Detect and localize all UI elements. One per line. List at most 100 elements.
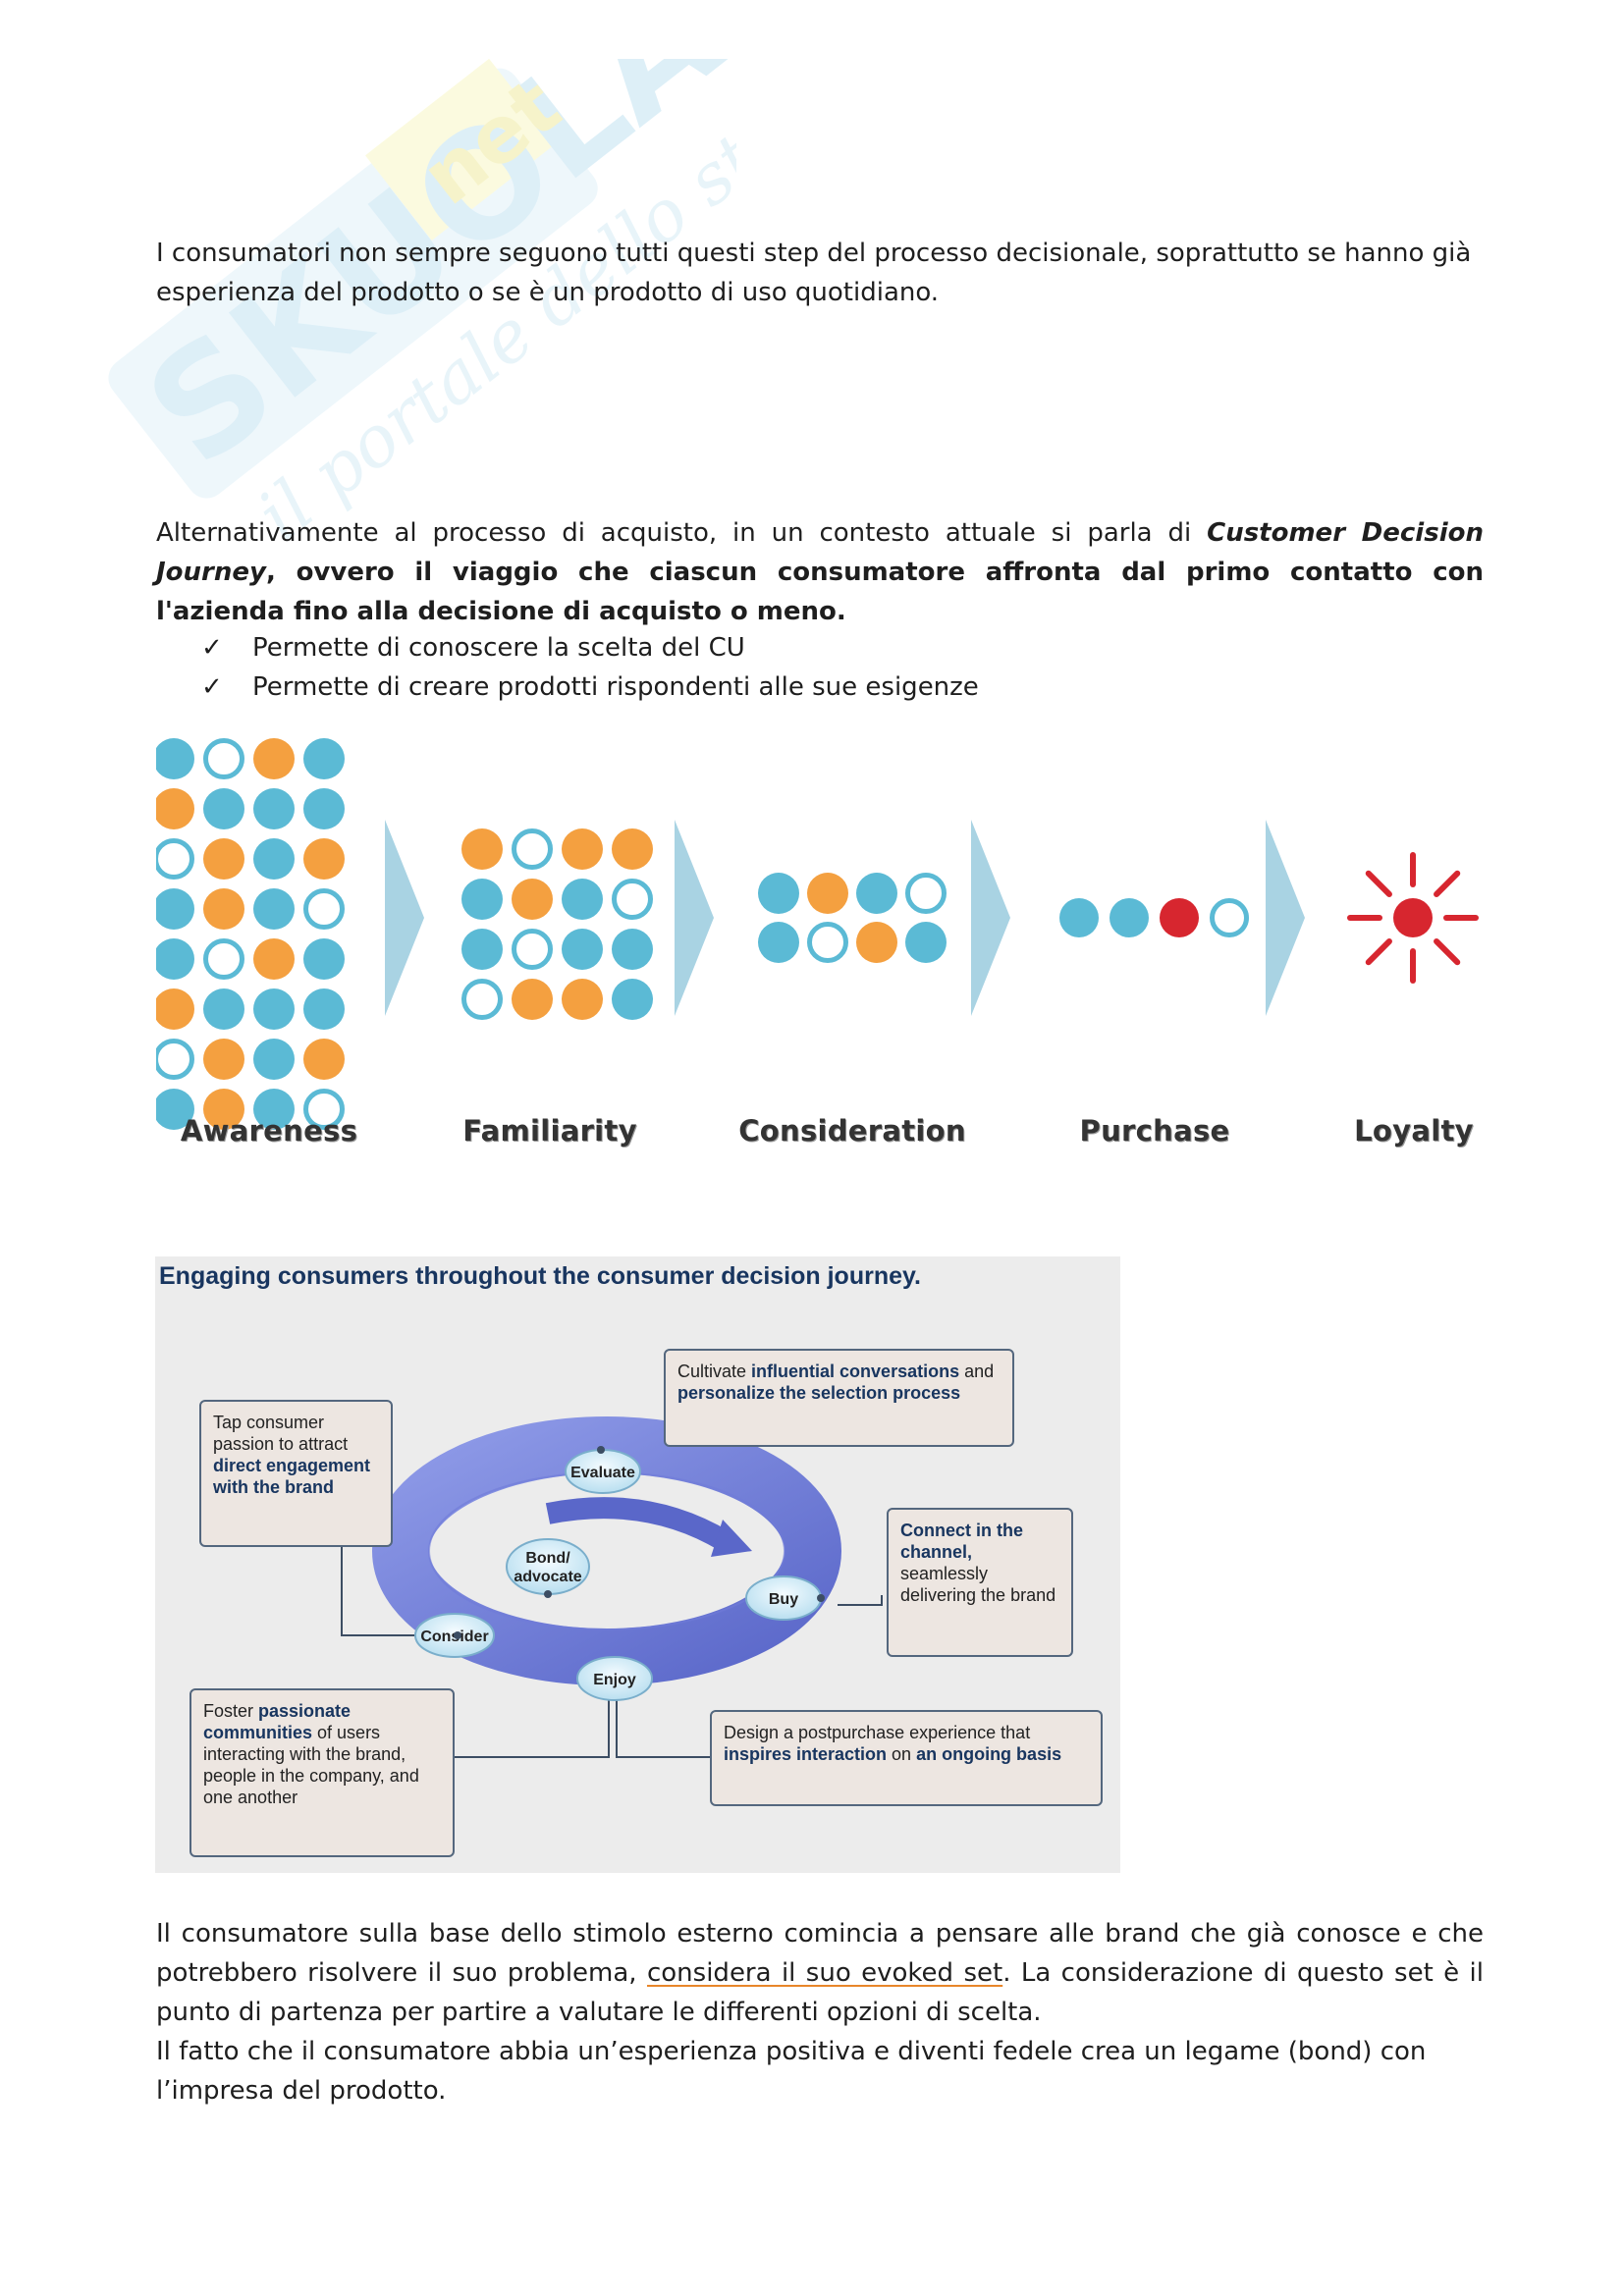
- node-bond-advocate: Bond/ advocate: [506, 1538, 590, 1595]
- funnel-dot: [253, 988, 295, 1030]
- node-enjoy: Enjoy: [576, 1656, 653, 1701]
- funnel-dot: [156, 738, 194, 779]
- svg-text:Enjoy: Enjoy: [593, 1672, 636, 1688]
- box-enjoy: Design a postpurchase experience that in…: [710, 1710, 1103, 1806]
- funnel-dot: [156, 988, 194, 1030]
- stage-arrow-icon: [675, 820, 714, 1016]
- funnel-dot: [303, 1089, 345, 1130]
- funnel-dot: [461, 929, 503, 970]
- funnel-dot: [156, 938, 194, 980]
- bullet-item: ✓Permette di creare prodotti rispondenti…: [201, 667, 979, 707]
- evoked-set-highlight: considera il suo evoked set: [646, 1958, 1003, 1988]
- funnel-dot: [562, 979, 603, 1020]
- funnel-dot: [156, 888, 194, 930]
- funnel-dot: [253, 738, 295, 779]
- inner-loop-arrow: [545, 1497, 731, 1551]
- box-evaluate: Cultivate influential conversations and …: [664, 1349, 1014, 1447]
- bullet-list: ✓Permette di conoscere la scelta del CU …: [201, 628, 979, 707]
- box-bond: Foster passionate communities of users i…: [189, 1688, 455, 1857]
- funnel-dot: [758, 873, 799, 914]
- funnel-dot: [203, 888, 244, 930]
- funnel-dot: [203, 738, 244, 779]
- loop-arrowhead-icon: [711, 1520, 752, 1557]
- funnel-dot: [303, 788, 345, 829]
- funnel-dot: [303, 938, 345, 980]
- decision-funnel-figure: [156, 738, 1479, 1130]
- stage-arrow-icon: [385, 820, 424, 1016]
- paragraph-bond: Il fatto che il consumatore abbia un’esp…: [156, 2037, 1427, 2106]
- funnel-dot: [807, 873, 848, 914]
- checkmark-icon: ✓: [201, 672, 223, 702]
- cdj-title: Engaging consumers throughout the consum…: [159, 1262, 922, 1290]
- stage-label-purchase: Purchase: [1079, 1114, 1230, 1148]
- cdj-term: Customer Decision Journey: [156, 518, 1484, 587]
- funnel-dot: [562, 828, 603, 870]
- stage-arrow-icon: [971, 820, 1010, 1016]
- funnel-dot: [156, 788, 194, 829]
- funnel-dot: [758, 922, 799, 963]
- funnel-dot: [253, 888, 295, 930]
- funnel-dot: [612, 879, 653, 920]
- funnel-dot: [203, 988, 244, 1030]
- funnel-dot: [303, 738, 345, 779]
- funnel-dot: [253, 938, 295, 980]
- funnel-dot: [512, 879, 553, 920]
- paragraph-cdj-intro: Alternativamente al processo di acquisto…: [156, 518, 1208, 548]
- cdj-cycle: Evaluate Buy Enjoy Consider Bond/ advoca…: [341, 1416, 883, 1758]
- funnel-dot: [303, 838, 345, 880]
- funnel-dot: [562, 879, 603, 920]
- funnel-dot: [203, 1039, 244, 1080]
- checkmark-icon: ✓: [201, 633, 223, 663]
- funnel-dot: [512, 828, 553, 870]
- funnel-dot: [461, 828, 503, 870]
- svg-text:Buy: Buy: [769, 1591, 798, 1608]
- box-buy: Connect in the channel, seamlessly deliv…: [887, 1508, 1073, 1657]
- svg-text:Evaluate: Evaluate: [570, 1465, 635, 1481]
- funnel-dot: [253, 788, 295, 829]
- funnel-dot: [905, 873, 947, 914]
- funnel-dot: [203, 788, 244, 829]
- svg-text:Bond/: Bond/: [525, 1550, 570, 1567]
- node-buy: Buy: [745, 1575, 822, 1621]
- paragraph-cdj-definition: Alternativamente al processo di acquisto…: [156, 513, 1484, 631]
- funnel-dot: [612, 979, 653, 1020]
- funnel-dot: [203, 938, 244, 980]
- funnel-dot: [1110, 898, 1149, 937]
- paragraph-evoked-set: Il consumatore sulla base dello stimolo …: [156, 1919, 1484, 2027]
- funnel-dot: [1059, 898, 1099, 937]
- funnel-dot: [253, 1089, 295, 1130]
- funnel-dot: [156, 1039, 194, 1080]
- funnel-dot: [856, 922, 897, 963]
- funnel-dot: [156, 838, 194, 880]
- funnel-dot: [461, 979, 503, 1020]
- funnel-dot: [156, 1089, 194, 1130]
- node-evaluate: Evaluate: [565, 1449, 641, 1494]
- funnel-dot: [512, 929, 553, 970]
- stage-label-familiarity: Familiarity: [462, 1114, 637, 1148]
- skuola-watermark: SKUOLA net il portale dello studente: [108, 59, 736, 557]
- funnel-dot: [612, 929, 653, 970]
- cdj-diagram: Engaging consumers throughout the consum…: [155, 1256, 1120, 1873]
- stage-arrow-icon: [1266, 820, 1305, 1016]
- funnel-dot: [253, 838, 295, 880]
- stage-label-awareness: Awareness: [180, 1114, 358, 1148]
- funnel-dot: [203, 1089, 244, 1130]
- funnel-dot: [303, 888, 345, 930]
- funnel-dot: [562, 929, 603, 970]
- funnel-dot: [512, 979, 553, 1020]
- funnel-dot: [203, 838, 244, 880]
- funnel-dot: [856, 873, 897, 914]
- funnel-dot: [905, 922, 947, 963]
- paragraph-cdj-rest: , ovvero il viaggio che ciascun consumat…: [156, 558, 1484, 626]
- stage-label-consideration: Consideration: [738, 1114, 966, 1148]
- funnel-dot: [303, 1039, 345, 1080]
- funnel-dot: [253, 1039, 295, 1080]
- funnel-dot: [1160, 898, 1199, 937]
- stage-label-loyalty: Loyalty: [1354, 1114, 1474, 1148]
- svg-text:advocate: advocate: [514, 1569, 581, 1585]
- paragraph-intro: I consumatori non sempre seguono tutti q…: [156, 239, 1472, 307]
- loyalty-burst-icon: [1347, 852, 1479, 984]
- bullet-item: ✓Permette di conoscere la scelta del CU: [201, 628, 979, 667]
- funnel-dot: [303, 988, 345, 1030]
- funnel-dot: [807, 922, 848, 963]
